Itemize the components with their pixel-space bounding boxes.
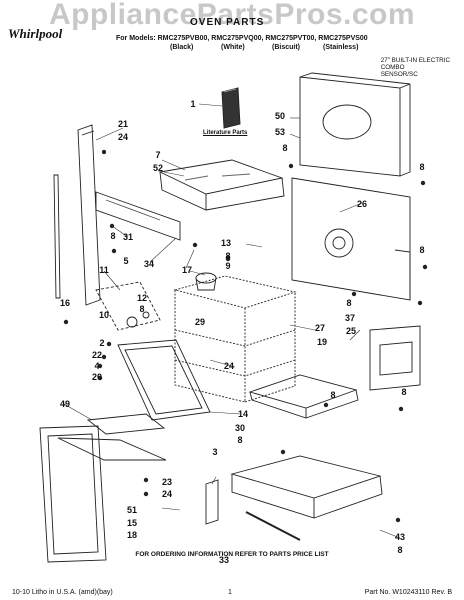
- callout-8: 8: [346, 298, 352, 308]
- callout-8: 8: [401, 387, 407, 397]
- top-panel: [158, 159, 285, 211]
- left-strip: [53, 174, 61, 299]
- bottom-door-frame: [39, 425, 167, 563]
- callout-7: 7: [155, 150, 161, 160]
- callout-2: 2: [99, 338, 105, 348]
- callout-13: 13: [220, 238, 232, 248]
- side-trim: [77, 124, 101, 306]
- callout-4: 4: [94, 361, 100, 371]
- callout-11: 11: [99, 265, 109, 275]
- callout-9: 9: [225, 261, 231, 271]
- callout-10: 10: [98, 310, 110, 320]
- page-number: 1: [228, 589, 232, 596]
- color-black: (Black): [170, 44, 194, 51]
- callout-12: 12: [136, 293, 148, 303]
- callout-31: 31: [122, 232, 134, 242]
- color-white: (White): [221, 44, 245, 51]
- ordering-note: FOR ORDERING INFORMATION REFER TO PARTS …: [135, 551, 329, 558]
- callout-24: 24: [117, 132, 129, 142]
- description-line: COMBO: [380, 64, 405, 71]
- callout-50: 50: [274, 111, 286, 121]
- oven-cavity: [173, 275, 297, 403]
- callout-8: 8: [237, 435, 243, 445]
- callout-8: 8: [330, 390, 336, 400]
- door-frame: [117, 339, 211, 421]
- callout-8: 8: [419, 162, 425, 172]
- leader-lines: [63, 103, 401, 539]
- model-list: For Models: RMC275PVB00, RMC275PVQ00, RM…: [116, 35, 368, 42]
- callout-8: 8: [225, 251, 231, 261]
- control-panel: [95, 191, 181, 241]
- wiring-bracket: [95, 281, 161, 331]
- callout-53: 53: [274, 127, 286, 137]
- color-stainless: (Stainless): [323, 44, 359, 51]
- description-line: 27" BUILT-IN ELECTRIC: [380, 57, 450, 64]
- callout-24: 24: [223, 361, 235, 371]
- callout-30: 30: [234, 423, 246, 433]
- callout-51: 51: [126, 505, 138, 515]
- callout-20: 20: [91, 372, 103, 382]
- watermark-text: AppliancePartsPros.com: [48, 0, 416, 31]
- description-line: SENSOR/SC: [380, 71, 418, 78]
- vent-trim: [86, 413, 166, 435]
- callout-16: 16: [59, 298, 71, 308]
- callout-3: 3: [212, 447, 218, 457]
- callout-25: 25: [345, 326, 357, 336]
- callout-29: 29: [194, 317, 206, 327]
- callout-49: 49: [59, 399, 71, 409]
- drip-tray: [248, 374, 359, 419]
- callout-33: 33: [218, 555, 230, 565]
- callout-21: 21: [117, 119, 129, 129]
- brand-logo: Whirlpool: [8, 26, 63, 41]
- callout-24: 24: [161, 489, 173, 499]
- callout-14: 14: [237, 409, 249, 419]
- callout-18: 18: [126, 530, 138, 540]
- hinge-bracket: [205, 479, 219, 525]
- callout-43: 43: [394, 532, 406, 542]
- rear-panel: [299, 72, 411, 177]
- callout-37: 37: [344, 313, 356, 323]
- callout-52: 52: [152, 163, 164, 173]
- screw-markers: [63, 149, 428, 523]
- callout-22: 22: [91, 350, 103, 360]
- callout-8: 8: [419, 245, 425, 255]
- callout-17: 17: [181, 265, 193, 275]
- base-pan: [230, 455, 383, 541]
- part-number: Part No. W10243110 Rev. B: [364, 589, 452, 596]
- callout-27: 27: [314, 323, 326, 333]
- callout-8: 8: [110, 231, 116, 241]
- callout-15: 15: [126, 518, 138, 528]
- litho-info: 10-10 Litho in U.S.A. (amd)(bay): [12, 589, 113, 596]
- callout-34: 34: [143, 259, 155, 269]
- callout-19: 19: [316, 337, 328, 347]
- literature-booklet: [221, 87, 241, 129]
- oven-wrapper: [291, 177, 411, 301]
- callout-1: 1: [190, 99, 196, 109]
- callout-23: 23: [161, 477, 173, 487]
- callout-5: 5: [123, 256, 129, 266]
- callout-8: 8: [139, 304, 145, 314]
- callout-26: 26: [356, 199, 368, 209]
- literature-parts-label: Literature Parts: [203, 130, 248, 136]
- page-title: OVEN PARTS: [190, 17, 265, 28]
- color-biscuit: (Biscuit): [272, 44, 300, 51]
- callout-8: 8: [397, 545, 403, 555]
- convection-fan: [195, 272, 217, 291]
- knob-assembly: [126, 311, 150, 328]
- product-description: 27" BUILT-IN ELECTRIC COMBO SENSOR/SC: [381, 57, 450, 78]
- door-glass-panel: [369, 325, 421, 391]
- callout-8: 8: [282, 143, 288, 153]
